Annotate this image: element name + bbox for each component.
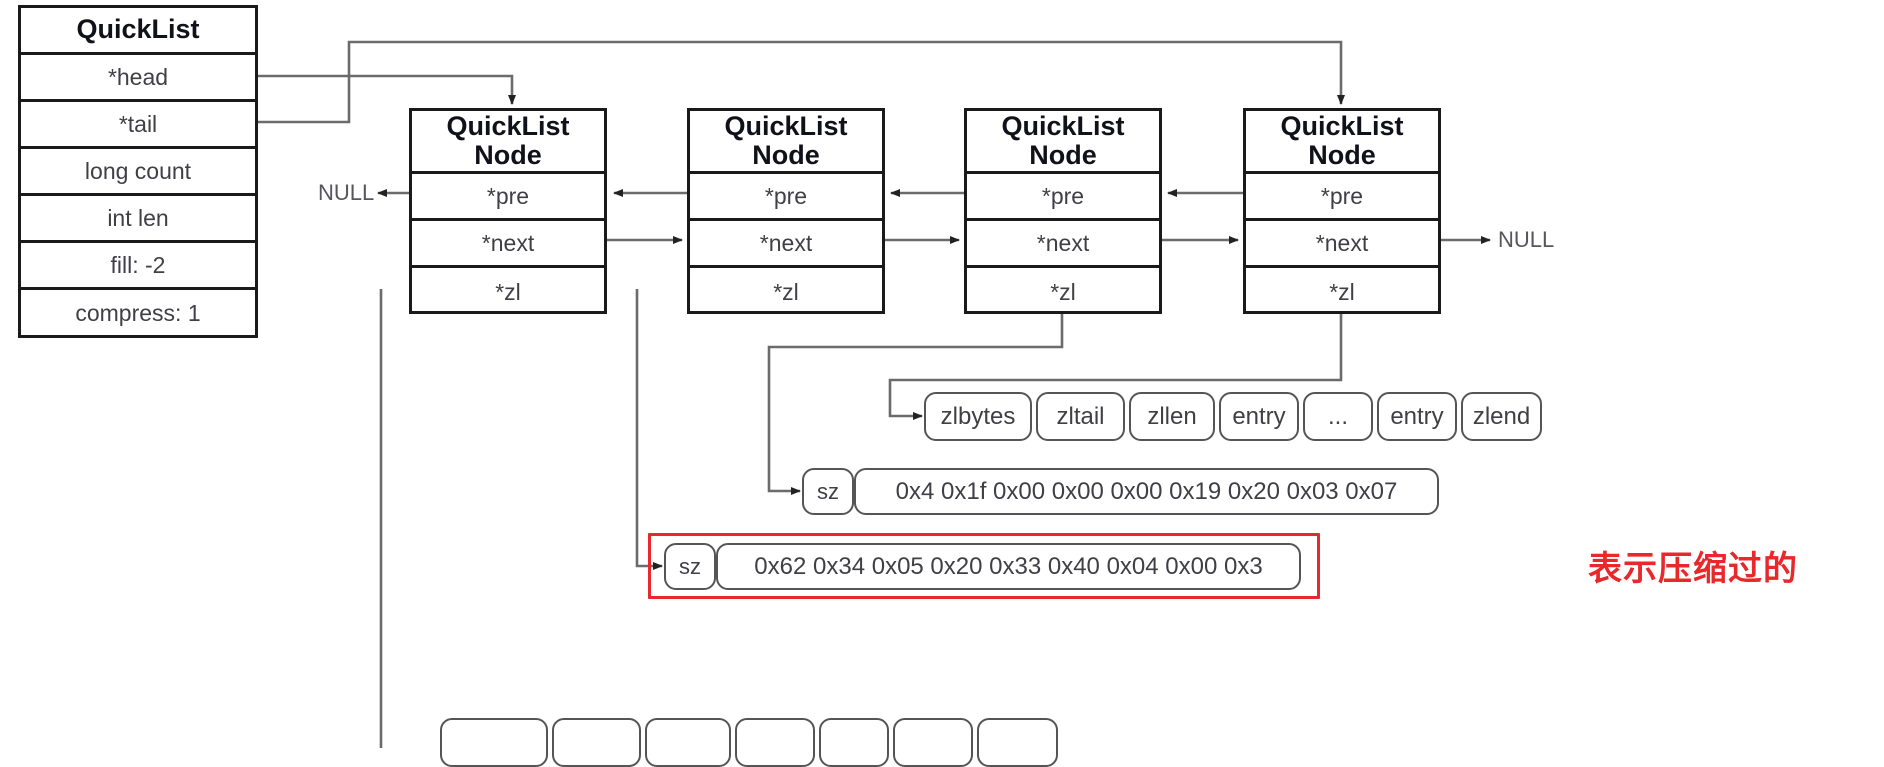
ziplist-cell-zltail: zltail: [1036, 392, 1125, 441]
node-1-title-line1: QuickList: [446, 110, 570, 141]
quicklist-field-compress: compress: 1: [21, 290, 255, 336]
lzf-1-bytes-cell: 0x4 0x1f 0x00 0x00 0x00 0x19 0x20 0x03 0…: [854, 468, 1439, 515]
node-2-title: QuickList Node: [690, 111, 882, 174]
null-label-left-text: NULL: [318, 180, 375, 205]
bottom-partial-cell-7: [977, 718, 1058, 767]
quicklist-field-count-label: long count: [84, 157, 192, 184]
ziplist-cell-zlbytes: zlbytes: [924, 392, 1032, 441]
bottom-partial-cell-5: [819, 718, 889, 767]
ziplist-cell-zllen-label: zllen: [1147, 402, 1197, 430]
node-4-title-line1: QuickList: [1280, 110, 1404, 141]
lzf-2-sz-label: sz: [679, 553, 701, 579]
quicklist-field-fill-label: fill: -2: [110, 251, 166, 278]
lzf-2-bytes-cell: 0x62 0x34 0x05 0x20 0x33 0x40 0x04 0x00 …: [716, 543, 1301, 590]
bottom-partial-cell-2: [552, 718, 641, 767]
node-3-field-next-label: *next: [1036, 229, 1090, 256]
lzf-2-bytes-label: 0x62 0x34 0x05 0x20 0x33 0x40 0x04 0x00 …: [754, 552, 1263, 580]
compressed-annotation-text: 表示压缩过的: [1588, 550, 1798, 588]
ziplist-cell-entry-2-label: entry: [1390, 402, 1444, 430]
node-1-field-next: *next: [412, 221, 604, 268]
ziplist-cell-ellipsis-label: ...: [1327, 402, 1348, 430]
ziplist-cell-entry-1: entry: [1219, 392, 1299, 441]
node-2-title-line2: Node: [752, 140, 820, 170]
node-2-title-line1: QuickList: [724, 110, 848, 141]
quicklist-field-tail-label: *tail: [118, 110, 158, 137]
quicklist-node-3: QuickList Node *pre *next *zl: [964, 108, 1162, 314]
compressed-annotation: 表示压缩过的: [1588, 541, 1798, 590]
lzf-1-bytes-label: 0x4 0x1f 0x00 0x00 0x00 0x19 0x20 0x03 0…: [895, 477, 1398, 505]
ziplist-cell-zllen: zllen: [1129, 392, 1215, 441]
node-2-field-next: *next: [690, 221, 882, 268]
node-2-field-next-label: *next: [759, 229, 813, 256]
node-3-title: QuickList Node: [967, 111, 1159, 174]
connector-wires: [258, 40, 1491, 748]
node-2-field-zl: *zl: [690, 268, 882, 317]
bottom-partial-cell-6: [893, 718, 973, 767]
quicklist-title: QuickList: [21, 8, 255, 55]
ziplist-cell-entry-1-label: entry: [1232, 402, 1286, 430]
quicklist-node-4: QuickList Node *pre *next *zl: [1243, 108, 1441, 314]
node-4-field-next-label: *next: [1315, 229, 1369, 256]
bottom-partial-cell-1: [440, 718, 548, 767]
node-4-field-next: *next: [1246, 221, 1438, 268]
ziplist-cell-entry-2: entry: [1377, 392, 1457, 441]
quicklist-field-count: long count: [21, 149, 255, 196]
quicklist-field-head: *head: [21, 55, 255, 102]
wire-head-to-node1: [258, 74, 516, 105]
node-1-field-pre-label: *pre: [486, 182, 530, 209]
node-1-field-zl-label: *zl: [495, 279, 521, 305]
quicklist-node-1: QuickList Node *pre *next *zl: [409, 108, 607, 314]
node-4-title: QuickList Node: [1246, 111, 1438, 174]
bottom-partial-cell-4: [735, 718, 815, 767]
node-3-field-pre-label: *pre: [1041, 182, 1085, 209]
node-3-field-next: *next: [967, 221, 1159, 268]
quicklist-field-tail: *tail: [21, 102, 255, 149]
null-label-left: NULL: [318, 180, 374, 206]
ziplist-cell-ellipsis: ...: [1303, 392, 1373, 441]
wire-node2-zl-to-lzf2: [635, 289, 663, 570]
node-2-field-zl-label: *zl: [773, 279, 799, 305]
node-3-field-zl-label: *zl: [1050, 279, 1076, 305]
ziplist-cell-zltail-label: zltail: [1056, 402, 1105, 430]
node-3-title-line2: Node: [1029, 140, 1097, 170]
diagram-canvas: QuickList *head *tail long count int len…: [18, 5, 1798, 767]
node-4-field-pre: *pre: [1246, 174, 1438, 221]
quicklist-field-compress-label: compress: 1: [75, 299, 201, 326]
node-1-title-line2: Node: [474, 140, 542, 170]
node-4-title-line2: Node: [1308, 140, 1376, 170]
quicklist-field-fill: fill: -2: [21, 243, 255, 290]
node-4-field-pre-label: *pre: [1320, 182, 1364, 209]
node-3-field-pre: *pre: [967, 174, 1159, 221]
quicklist-field-head-label: *head: [107, 63, 169, 90]
node-1-title: QuickList Node: [412, 111, 604, 174]
ziplist-cell-zlend-label: zlend: [1472, 402, 1531, 430]
compressed-highlight-box: [648, 533, 1320, 599]
node-3-field-zl: *zl: [967, 268, 1159, 317]
bottom-partial-cell-3: [645, 718, 731, 767]
node-4-field-zl-label: *zl: [1329, 279, 1355, 305]
null-label-right: NULL: [1498, 227, 1554, 253]
lzf-2-sz-cell: sz: [664, 543, 716, 590]
node-1-field-next-label: *next: [481, 229, 535, 256]
node-1-field-pre: *pre: [412, 174, 604, 221]
quicklist-node-2: QuickList Node *pre *next *zl: [687, 108, 885, 314]
node-2-field-pre: *pre: [690, 174, 882, 221]
quicklist-title-text: QuickList: [76, 14, 200, 45]
quicklist-struct: QuickList *head *tail long count int len…: [18, 5, 258, 338]
quicklist-field-len: int len: [21, 196, 255, 243]
node-1-field-zl: *zl: [412, 268, 604, 317]
ziplist-cell-zlbytes-label: zlbytes: [940, 402, 1016, 430]
lzf-1-sz-cell: sz: [802, 468, 854, 515]
node-3-title-line1: QuickList: [1001, 110, 1125, 141]
ziplist-cell-zlend: zlend: [1461, 392, 1542, 441]
lzf-1-sz-label: sz: [817, 478, 839, 504]
quicklist-field-len-label: int len: [107, 204, 169, 231]
node-4-field-zl: *zl: [1246, 268, 1438, 317]
node-2-field-pre-label: *pre: [764, 182, 808, 209]
null-label-right-text: NULL: [1498, 227, 1555, 252]
